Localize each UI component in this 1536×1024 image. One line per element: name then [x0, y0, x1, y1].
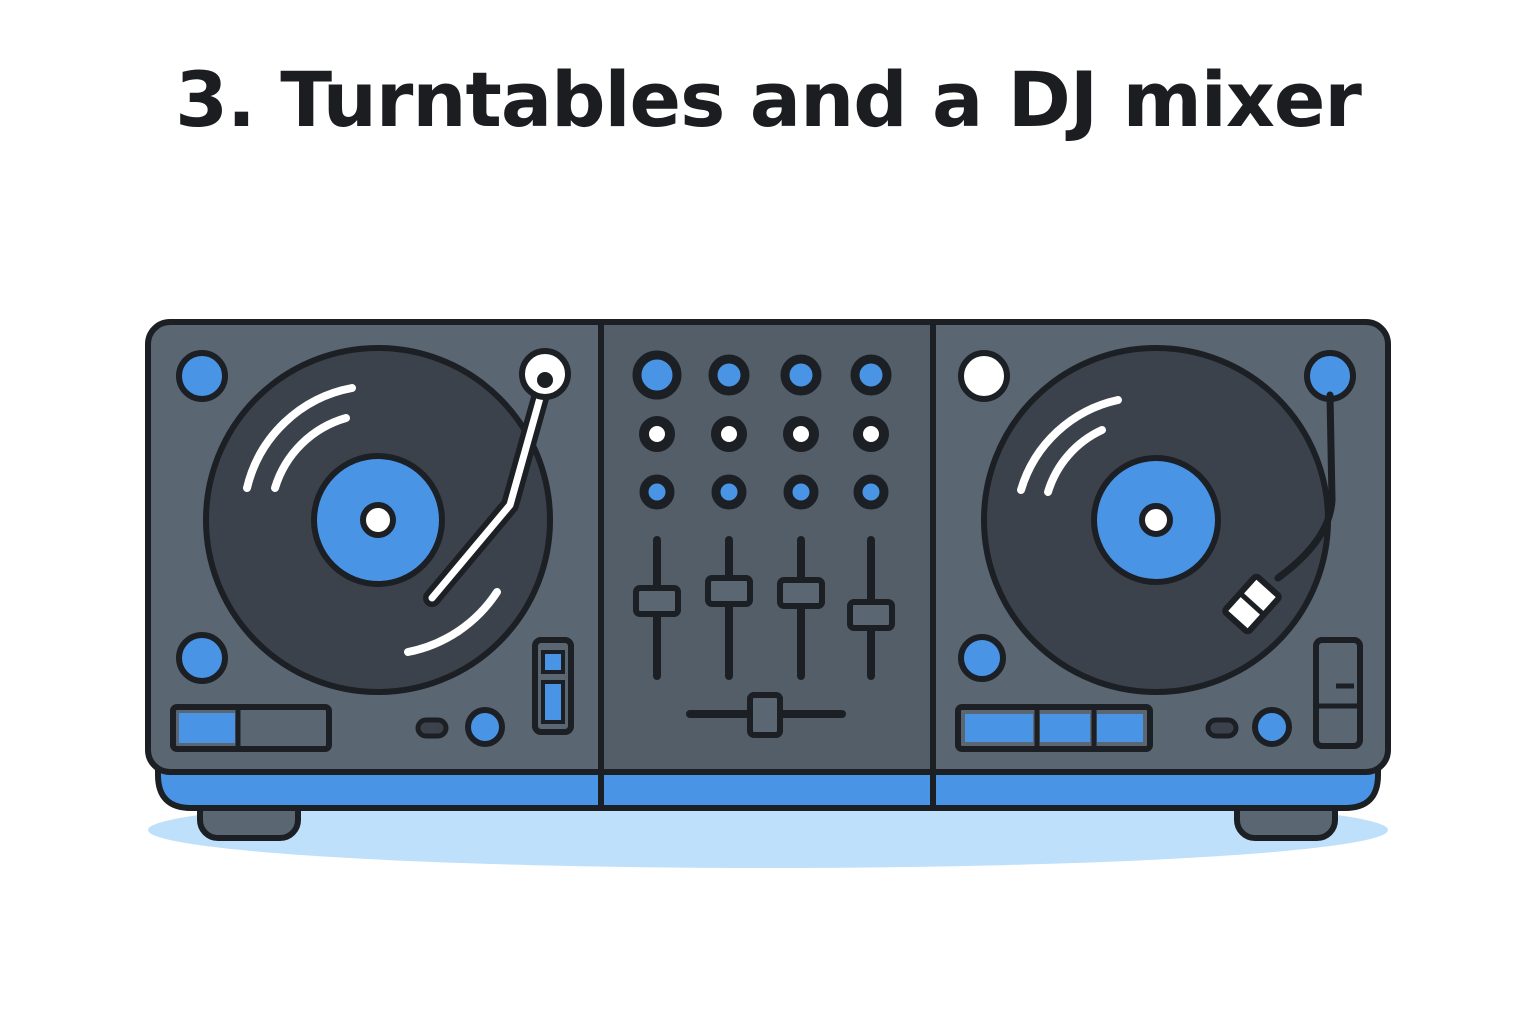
right-button-3[interactable]	[1097, 714, 1143, 742]
mixer-knob[interactable]	[783, 474, 819, 510]
mixer-knob[interactable]	[780, 354, 822, 396]
right-small-knob[interactable]	[1252, 707, 1292, 747]
mixer-knob[interactable]	[850, 354, 892, 396]
knob-left-top[interactable]	[176, 350, 228, 402]
mixer-knob[interactable]	[708, 354, 750, 396]
knob-right-bottom[interactable]	[958, 634, 1006, 682]
mixer-knob[interactable]	[853, 416, 889, 452]
left-small-knob[interactable]	[465, 707, 505, 747]
mixer-knob[interactable]	[711, 474, 747, 510]
channel-fader[interactable]	[633, 585, 681, 617]
mixer-knob[interactable]	[639, 474, 675, 510]
right-button-2[interactable]	[1040, 714, 1090, 742]
right-pitch-slider[interactable]	[1313, 637, 1363, 749]
left-turntable	[170, 345, 574, 752]
mixer-knob[interactable]	[783, 416, 819, 452]
right-small-button[interactable]	[1205, 717, 1239, 739]
left-small-button[interactable]	[415, 717, 449, 739]
mixer-knob[interactable]	[632, 350, 682, 400]
left-cue-button[interactable]	[179, 713, 235, 743]
crossfader[interactable]	[747, 692, 783, 738]
mixer-knob[interactable]	[711, 416, 747, 452]
channel-fader[interactable]	[847, 599, 895, 631]
channel-fader[interactable]	[777, 577, 825, 609]
page-title: 3. Turntables and a DJ mixer	[175, 55, 1362, 144]
right-button-1[interactable]	[965, 714, 1033, 742]
mixer-knob[interactable]	[639, 416, 675, 452]
channel-fader[interactable]	[705, 575, 753, 607]
right-turntable	[955, 345, 1363, 752]
knob-left-bottom[interactable]	[176, 632, 228, 684]
mixer-knob[interactable]	[853, 474, 889, 510]
dj-mixer	[632, 350, 895, 738]
knob-right-top-white[interactable]	[958, 350, 1010, 402]
